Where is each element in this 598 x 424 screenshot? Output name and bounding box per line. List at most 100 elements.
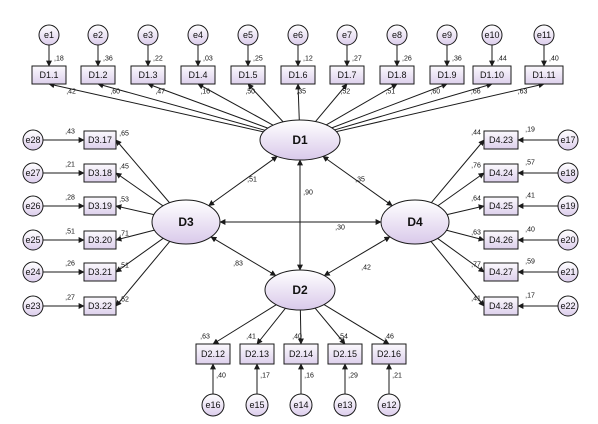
correlation-arrow-d1-d3 (208, 156, 278, 207)
error-label: e20 (560, 235, 575, 245)
loading-label: ,50 (245, 89, 255, 96)
loading-arrow (430, 139, 485, 204)
r2-label: ,43 (65, 129, 75, 136)
error-label: e16 (205, 400, 220, 410)
latent-d4 (380, 199, 450, 245)
indicator-label: D1.7 (337, 70, 356, 80)
indicator-box (483, 130, 519, 150)
indicator-box (283, 343, 319, 365)
loading-label: ,44 (471, 130, 481, 137)
error-label: e28 (25, 135, 40, 145)
error-node (481, 24, 503, 46)
r2-label: ,29 (348, 373, 358, 380)
loading-label: ,40 (292, 334, 302, 341)
loading-label: ,77 (471, 262, 481, 269)
error-node (87, 24, 109, 46)
r2-label: ,40 (549, 56, 559, 63)
r2-label: ,26 (65, 261, 75, 268)
error-node (22, 295, 44, 317)
loading-label: ,47 (155, 89, 165, 96)
r2-label: ,17 (260, 373, 270, 380)
error-node (333, 393, 357, 417)
loading-arrow (295, 83, 302, 121)
latent-label-d1: D1 (292, 133, 308, 147)
indicator-label: D1.2 (88, 70, 107, 80)
indicator-box (329, 65, 365, 85)
loading-arrow (247, 83, 284, 123)
corr-label-d3-d4: ,30 (335, 225, 345, 232)
error-node (533, 24, 555, 46)
r2-label: ,16 (304, 373, 314, 380)
latent-label-d3: D3 (178, 215, 194, 229)
latent-d1 (259, 119, 341, 161)
loading-arrow (315, 83, 348, 122)
indicator-label: D2.15 (333, 349, 357, 359)
error-label: e7 (342, 30, 352, 40)
indicator-box (483, 296, 519, 316)
r2-label: ,17 (525, 293, 535, 300)
r2-label: ,41 (525, 193, 535, 200)
indicator-box (230, 65, 266, 85)
corr-label-d1-d3: ,51 (247, 177, 257, 184)
error-label: e2 (93, 30, 103, 40)
corr-label-d3-d2: ,83 (233, 261, 243, 268)
indicator-box (83, 262, 117, 282)
indicator-label: D1.8 (387, 70, 406, 80)
indicator-box (83, 130, 117, 150)
corr-label-d4-d2: ,42 (361, 265, 371, 272)
loading-label: ,60 (430, 89, 440, 96)
indicator-box (83, 196, 117, 216)
correlation-arrow-d4-d2 (323, 236, 391, 277)
error-node (38, 24, 60, 46)
error-node (237, 24, 259, 46)
loading-label: ,41 (246, 334, 256, 341)
error-node (386, 24, 408, 46)
r2-label: ,25 (253, 56, 263, 63)
loading-arrow (115, 229, 155, 242)
indicator-label: D3.17 (88, 135, 112, 145)
indicator-label: D1.11 (532, 70, 555, 80)
error-node (557, 129, 579, 151)
error-label: e19 (560, 201, 575, 211)
loading-arrow (115, 237, 164, 273)
error-label: e21 (560, 267, 575, 277)
loading-label: ,42 (66, 89, 76, 96)
r2-label: ,36 (103, 56, 113, 63)
r2-label: ,28 (65, 195, 75, 202)
loading-arrow (446, 229, 485, 242)
r2-label: ,03 (203, 56, 213, 63)
loading-label: ,65 (119, 131, 129, 138)
error-label: e13 (337, 400, 352, 410)
error-node (22, 195, 44, 217)
error-label: e10 (484, 30, 499, 40)
indicator-label: D1.5 (238, 70, 257, 80)
loading-label: ,54 (338, 334, 348, 341)
error-label: e14 (293, 400, 308, 410)
r2-label: ,21 (392, 373, 402, 380)
latent-label-d4: D4 (407, 215, 423, 229)
error-node (436, 24, 458, 46)
error-node (336, 24, 358, 46)
loading-arrow (97, 82, 266, 131)
indicator-label: D2.16 (377, 349, 401, 359)
loading-arrow (115, 204, 155, 216)
r2-label: ,51 (65, 229, 75, 236)
indicator-box (195, 343, 231, 365)
error-label: e4 (193, 30, 203, 40)
indicator-box (31, 65, 67, 85)
error-node (22, 229, 44, 251)
indicator-label: D1.4 (188, 70, 207, 80)
r2-label: ,22 (153, 56, 163, 63)
indicator-label: D2.13 (245, 349, 269, 359)
error-label: e25 (25, 235, 40, 245)
indicator-box (180, 65, 216, 85)
error-label: e1 (44, 30, 54, 40)
loading-label: ,63 (518, 89, 528, 96)
indicator-label: D2.12 (201, 349, 225, 359)
error-node (557, 261, 579, 283)
error-label: e22 (560, 301, 575, 311)
error-label: e8 (392, 30, 402, 40)
indicator-box (280, 65, 316, 85)
loading-arrow (48, 82, 264, 133)
indicator-label: D1.1 (39, 70, 58, 80)
